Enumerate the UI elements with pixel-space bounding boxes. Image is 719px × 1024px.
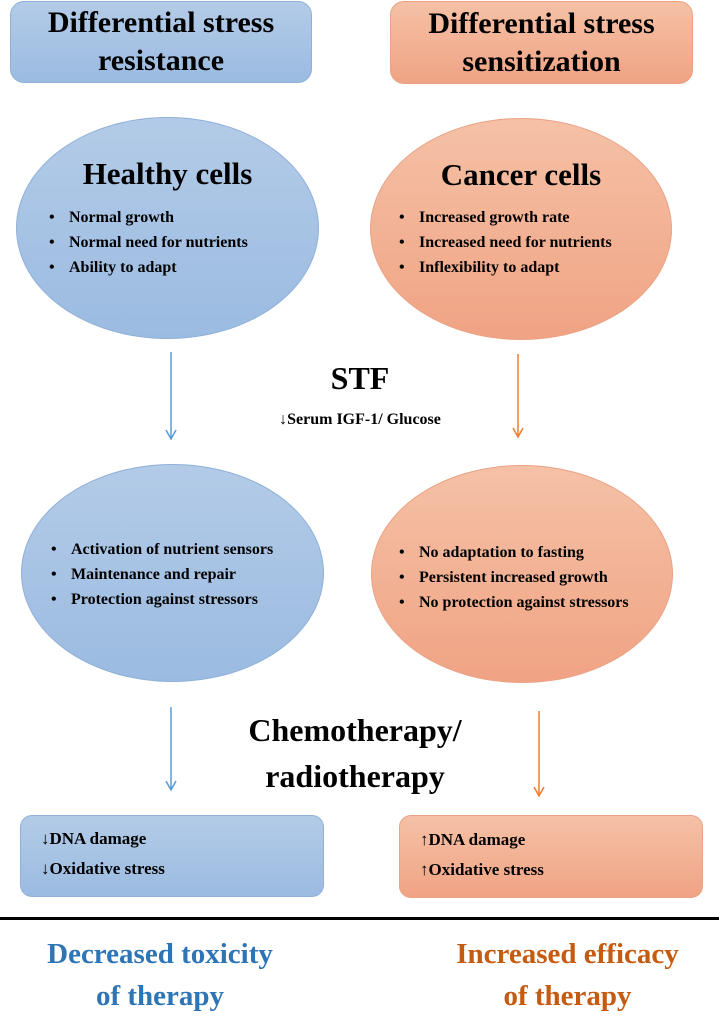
list-item: Ability to adapt xyxy=(49,255,248,280)
list-item: Increased need for nutrients xyxy=(399,230,612,255)
healthy-result-oxidative: ↓Oxidative stress xyxy=(41,859,165,878)
list-item: Inflexibility to adapt xyxy=(399,255,612,280)
list-item: Protection against stressors xyxy=(51,587,273,612)
stf-title: STF xyxy=(330,360,390,396)
list-item: Increased growth rate xyxy=(399,205,612,230)
cancer-result-dna: ↑DNA damage xyxy=(420,830,526,849)
healthy-cells-title: Healthy cells xyxy=(82,156,253,191)
cancer-cells-title: Cancer cells xyxy=(440,157,602,192)
header-stress-sensitization-line2: sensitization xyxy=(462,44,621,78)
stf-subtitle: ↓Serum IGF-1/ Glucose xyxy=(279,411,441,428)
therapy-label-line2: radiotherapy xyxy=(265,758,445,794)
header-stress-sensitization: Differential stress sensitization xyxy=(390,1,693,84)
cancer-cells-list: Increased growth rate Increased need for… xyxy=(399,205,612,280)
down-arrow-icon xyxy=(533,711,545,798)
outcome-increased-efficacy-line1: Increased efficacy xyxy=(456,938,679,970)
header-stress-sensitization-line1: Differential stress xyxy=(428,6,655,40)
therapy-label-line1: Chemotherapy/ xyxy=(248,712,462,748)
healthy-fasting-list: Activation of nutrient sensors Maintenan… xyxy=(51,537,273,612)
healthy-result-dna: ↓DNA damage xyxy=(41,829,147,848)
healthy-result-box: ↓DNA damage ↓Oxidative stress xyxy=(20,815,324,897)
list-item: No adaptation to fasting xyxy=(399,540,629,565)
header-stress-resistance: Differential stress resistance xyxy=(10,1,312,83)
healthy-cells-ellipse: Healthy cells Normal growth Normal need … xyxy=(16,117,319,339)
outcome-decreased-toxicity-line2: of therapy xyxy=(95,980,225,1012)
cancer-result-oxidative: ↑Oxidative stress xyxy=(420,860,544,879)
outcome-increased-efficacy: Increased efficacy of therapy xyxy=(425,933,710,1017)
outcome-increased-efficacy-line2: of therapy xyxy=(503,980,632,1012)
down-arrow-icon xyxy=(512,354,524,439)
list-item: Normal growth xyxy=(49,205,248,230)
outcome-decreased-toxicity-line1: Decreased toxicity xyxy=(47,938,273,970)
healthy-cells-list: Normal growth Normal need for nutrients … xyxy=(49,205,248,280)
header-stress-resistance-line1: Differential stress xyxy=(47,6,275,39)
header-stress-resistance-line2: resistance xyxy=(97,44,225,77)
therapy-label: Chemotherapy/ radiotherapy xyxy=(200,707,510,799)
healthy-fasting-ellipse: Activation of nutrient sensors Maintenan… xyxy=(21,464,324,682)
cancer-fasting-list: No adaptation to fasting Persistent incr… xyxy=(399,540,629,615)
cancer-result-box: ↑DNA damage ↑Oxidative stress xyxy=(399,815,703,898)
list-item: Normal need for nutrients xyxy=(49,230,248,255)
cancer-fasting-ellipse: No adaptation to fasting Persistent incr… xyxy=(371,465,673,683)
outcome-decreased-toxicity: Decreased toxicity of therapy xyxy=(15,933,305,1017)
cancer-cells-ellipse: Cancer cells Increased growth rate Incre… xyxy=(370,118,672,340)
down-arrow-icon xyxy=(165,707,177,792)
list-item: Persistent increased growth xyxy=(399,565,629,590)
list-item: No protection against stressors xyxy=(399,590,629,615)
down-arrow-icon xyxy=(165,352,177,441)
list-item: Activation of nutrient sensors xyxy=(51,537,273,562)
list-item: Maintenance and repair xyxy=(51,562,273,587)
divider-line xyxy=(0,917,719,920)
